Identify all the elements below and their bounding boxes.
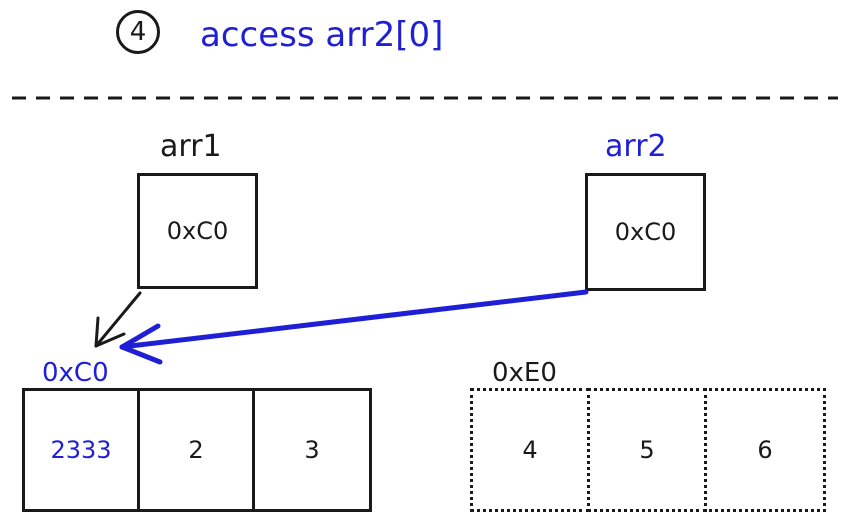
step-number-badge: 4 <box>116 10 160 54</box>
memory-cell-value: 3 <box>304 436 320 464</box>
variable-name-arr2: arr2 <box>605 129 667 164</box>
variable-name-arr1: arr1 <box>160 129 222 164</box>
memory-address-0xc0: 0xC0 <box>42 358 109 388</box>
memory-cell-value: 2333 <box>50 436 112 464</box>
variable-box-arr2: 0xC0 <box>585 173 706 291</box>
memory-cell-value: 5 <box>639 436 655 464</box>
step-title: access arr2[0] <box>200 15 444 55</box>
memory-cell: 5 <box>587 388 707 512</box>
step-number: 4 <box>129 17 147 47</box>
variable-box-arr1: 0xC0 <box>137 173 258 289</box>
memory-cell-value: 6 <box>757 436 773 464</box>
memory-cell: 2 <box>137 388 255 512</box>
memory-cell: 6 <box>704 388 826 512</box>
variable-value-arr1: 0xC0 <box>166 217 229 245</box>
memory-cell: 2333 <box>22 388 140 512</box>
arr2-pointer-arrow <box>119 289 589 365</box>
variable-value-arr2: 0xC0 <box>614 218 677 246</box>
memory-cell: 4 <box>470 388 590 512</box>
memory-cell: 3 <box>252 388 372 512</box>
memory-cell-value: 4 <box>522 436 538 464</box>
arr1-pointer-arrow <box>94 291 142 348</box>
memory-cell-value: 2 <box>188 436 204 464</box>
memory-address-0xe0: 0xE0 <box>492 358 557 388</box>
